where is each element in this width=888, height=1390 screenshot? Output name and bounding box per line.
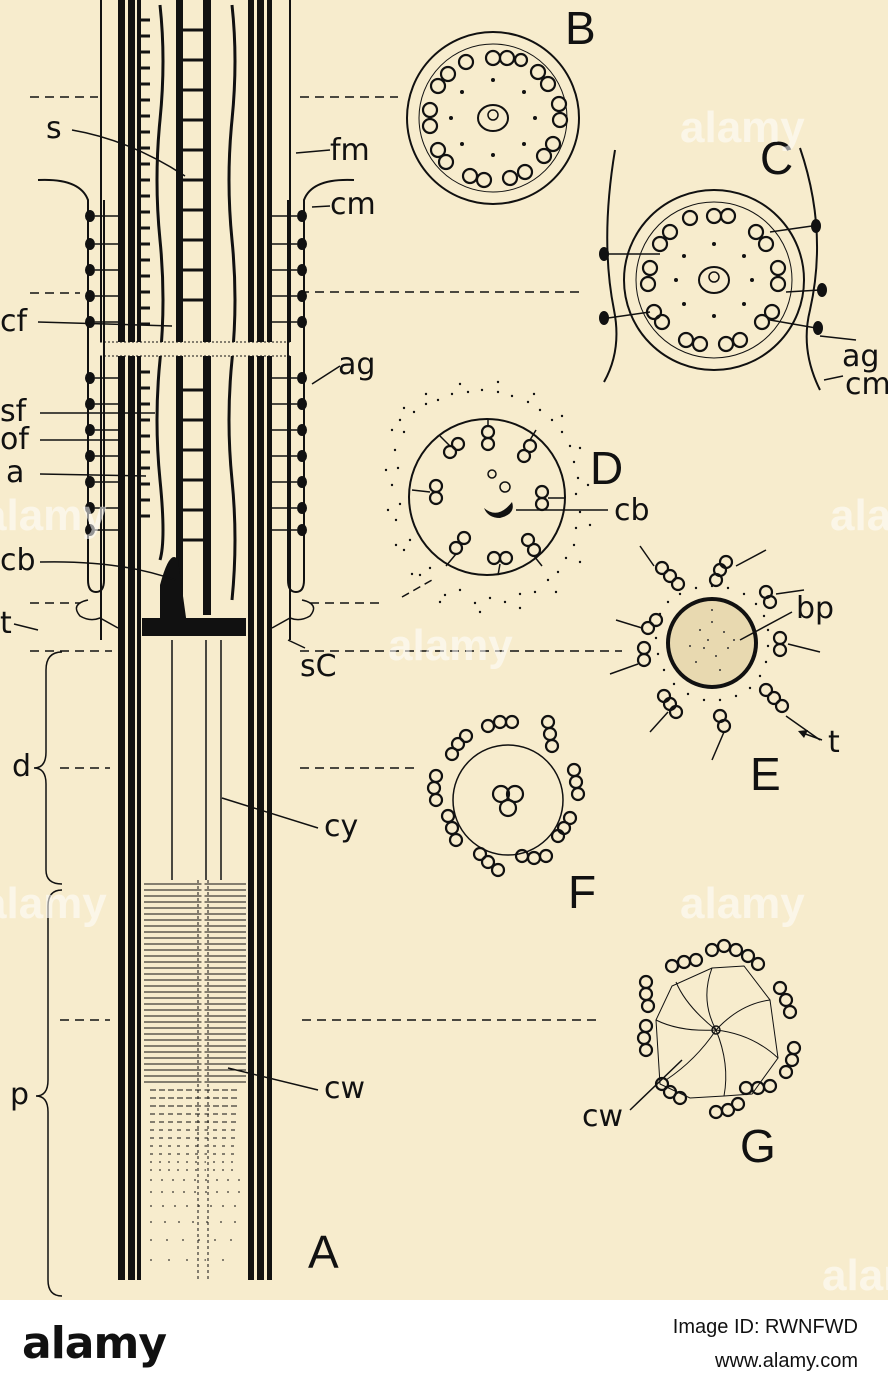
label-bp: bp	[796, 591, 834, 626]
watermark: alamy	[680, 879, 805, 928]
figure-plate: s fm cm cf ag sf of a cb t sC d cy p cw …	[0, 0, 888, 1300]
image-id: Image ID: RWNFWD	[672, 1316, 858, 1338]
panel-label-e: E	[750, 748, 781, 800]
alamy-logo: alamy	[22, 1318, 167, 1369]
leader-lines	[13, 129, 341, 1091]
site-url[interactable]: www.alamy.com	[715, 1350, 858, 1372]
panel-label-c: C	[760, 132, 793, 184]
label-p: p	[10, 1077, 29, 1112]
label-of: of	[0, 422, 30, 457]
label-d: d	[12, 749, 31, 784]
label-cm: cm	[330, 187, 376, 222]
panel-c-cross-section	[599, 147, 857, 391]
watermark: alamy	[0, 491, 107, 540]
label-d-cb: cb	[614, 493, 650, 528]
label-sf: sf	[0, 394, 28, 429]
panel-label-f: F	[568, 866, 596, 918]
cartwheel-hatching	[144, 883, 246, 1261]
label-c-cm: cm	[845, 367, 888, 402]
panel-g-cartwheel	[629, 938, 802, 1120]
stock-footer: alamy Image ID: RWNFWD www.alamy.com	[0, 1300, 888, 1390]
label-sc: sC	[300, 649, 337, 684]
panel-e-cross-section	[609, 545, 823, 761]
label-c-ag: ag	[842, 339, 879, 374]
label-t: t	[0, 606, 12, 641]
panel-b-cross-section	[406, 31, 580, 205]
level-lines	[30, 96, 622, 1021]
diagram-svg: s fm cm cf ag sf of a cb t sC d cy p cw …	[0, 0, 888, 1300]
label-ag: ag	[338, 347, 375, 382]
label-cf: cf	[0, 304, 28, 339]
label-s: s	[46, 111, 62, 146]
watermark: alamy	[830, 491, 888, 540]
watermark: alamy	[822, 1251, 888, 1300]
label-cw: cw	[324, 1071, 365, 1106]
panel-a-longitudinal-section	[33, 0, 355, 1297]
watermark: alamy	[0, 879, 107, 928]
label-a: a	[6, 455, 24, 490]
panel-label-b: B	[565, 2, 596, 54]
watermark: alamy	[680, 103, 805, 152]
panel-label-a: A	[308, 1226, 339, 1278]
panel-label-g: G	[740, 1120, 776, 1172]
label-g-cw: cw	[582, 1099, 623, 1134]
panel-label-d: D	[590, 442, 623, 494]
label-cy: cy	[324, 809, 358, 844]
label-fm: fm	[330, 133, 370, 168]
watermark: alamy	[388, 621, 513, 670]
panel-f-cross-section	[426, 714, 586, 878]
label-e-t: t	[828, 725, 840, 760]
panel-d-cross-section	[384, 380, 608, 614]
label-cb: cb	[0, 543, 36, 578]
